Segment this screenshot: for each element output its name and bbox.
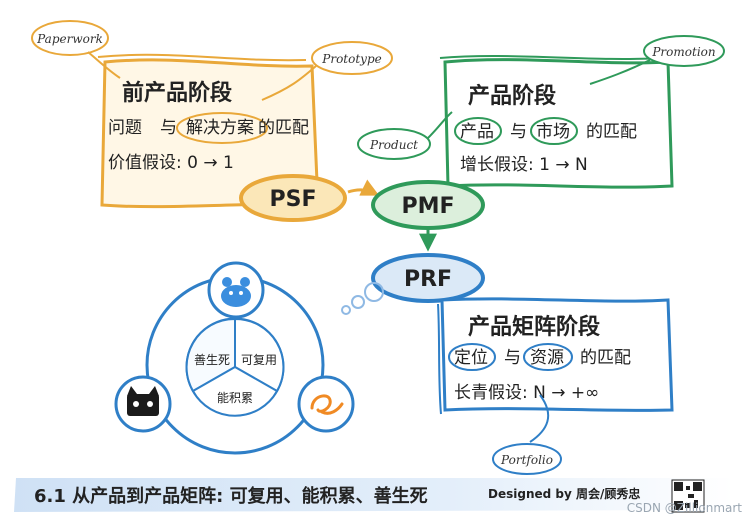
footer-credit: Designed by 周会/顾秀忠 — [488, 486, 640, 501]
matrix-stage-line1-b: 与 — [504, 348, 521, 368]
portfolio-tag: Portfolio — [492, 394, 562, 475]
cycle-diagram: 善生死 可复用 能积累 — [114, 261, 355, 455]
footer-caption: 6.1 从产品到产品矩阵: 可复用、能积累、善生死 — [34, 485, 428, 507]
psf-node: PSF — [239, 174, 347, 222]
product-tag: Product — [357, 111, 453, 160]
pie-seg3-label: 能积累 — [217, 391, 253, 405]
thought-bubbles — [341, 282, 384, 315]
pre-product-stage: 前产品阶段 问题 与 解决方案 的匹配 价值假设: 0 → 1 — [97, 53, 320, 209]
tmall-cat-icon — [114, 375, 172, 433]
paperwork-label: Paperwork — [36, 32, 103, 46]
pie-seg1-label: 善生死 — [194, 352, 230, 367]
promotion-tag: Promotion — [589, 35, 725, 85]
product-stage-line1-c: 市场 — [536, 122, 570, 142]
hippo-icon — [207, 261, 265, 319]
pie-chart: 善生死 可复用 能积累 — [185, 317, 285, 417]
pre-product-line2: 价值假设: 0 → 1 — [108, 153, 234, 173]
pre-product-line1-a: 问题 — [108, 118, 142, 138]
product-card — [443, 58, 674, 189]
prototype-tag: Prototype — [261, 41, 393, 101]
alibaba-icon — [297, 375, 355, 433]
product-label: Product — [369, 138, 418, 152]
matrix-stage-line1-d: 的匹配 — [580, 348, 631, 368]
qr-code-icon — [671, 479, 705, 513]
matrix-stage-title: 产品矩阵阶段 — [468, 314, 600, 340]
footer-watermark: CSDN @Zillionmart — [627, 501, 743, 515]
product-stage-title: 产品阶段 — [468, 83, 556, 109]
product-stage-line1-b: 与 — [510, 122, 527, 142]
pre-product-line1-d: 的匹配 — [258, 118, 309, 138]
product-stage-line2: 增长假设: 1 → N — [460, 155, 588, 175]
prf-label: PRF — [404, 267, 452, 292]
matrix-stage-line2: 长青假设: N → +∞ — [454, 383, 599, 403]
product-stage-line1-a: 产品 — [460, 122, 494, 142]
promotion-label: Promotion — [651, 45, 715, 59]
pie-seg2-label: 可复用 — [241, 353, 277, 367]
product-stage-line1-d: 的匹配 — [586, 122, 637, 142]
market-highlight — [530, 117, 578, 145]
matrix-stage: 产品矩阵阶段 定位 与 资源 的匹配 长青假设: N → +∞ — [437, 297, 674, 415]
pre-product-line1-c: 解决方案 — [186, 118, 254, 138]
paperwork-tag: Paperwork — [31, 20, 121, 79]
portfolio-label: Portfolio — [500, 453, 553, 467]
matrix-stage-line1-c: 资源 — [530, 348, 564, 368]
solution-highlight — [176, 112, 268, 144]
psf-to-pmf-arrow — [347, 179, 380, 196]
matrix-card — [440, 297, 674, 412]
pmf-label: PMF — [401, 194, 454, 219]
positioning-highlight — [448, 343, 496, 371]
product-stage: 产品阶段 产品 与 市场 的匹配 增长假设: 1 → N — [439, 55, 674, 189]
matrix-stage-line1-a: 定位 — [454, 348, 488, 368]
pre-product-title: 前产品阶段 — [122, 80, 232, 106]
pmf-node: PMF — [371, 180, 485, 230]
resource-highlight — [523, 343, 573, 371]
pre-product-line1-b: 与 — [160, 118, 177, 138]
prototype-label: Prototype — [321, 52, 381, 66]
product-highlight — [454, 117, 502, 145]
psf-label: PSF — [270, 187, 317, 212]
prf-node: PRF — [371, 253, 485, 303]
footer-bar: 6.1 从产品到产品矩阵: 可复用、能积累、善生死 Designed by 周会… — [14, 478, 742, 515]
